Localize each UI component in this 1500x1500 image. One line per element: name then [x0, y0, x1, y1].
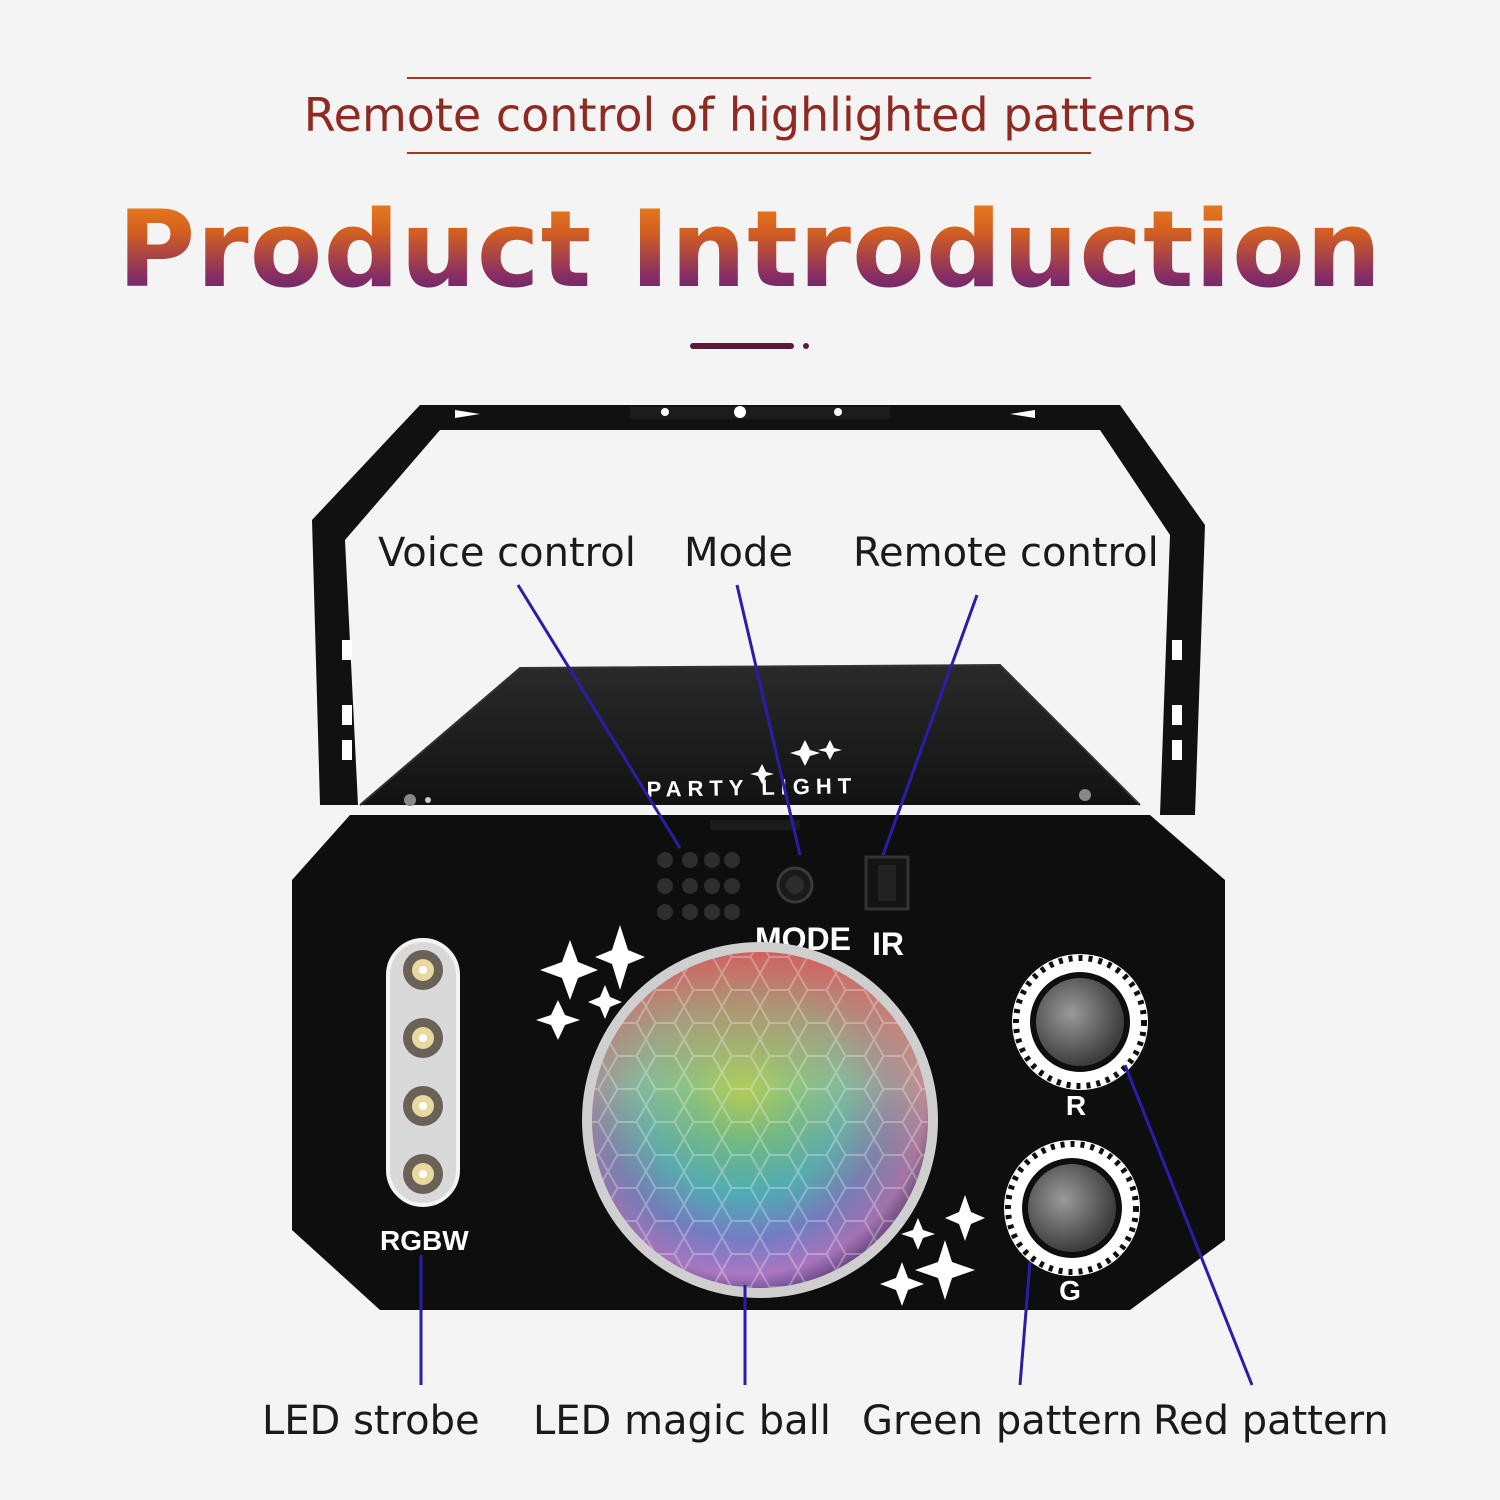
- leader-lines: [419, 584, 1254, 1386]
- brand-text: PARTY LIGHT: [646, 773, 857, 802]
- title-divider-dot: [803, 343, 809, 349]
- callout-green-pattern: Green pattern: [862, 1398, 1143, 1444]
- title-divider: [690, 343, 794, 349]
- callout-led-magic-ball: LED magic ball: [533, 1398, 831, 1444]
- green-label: G: [1059, 1275, 1081, 1306]
- sparkle-icons-left: [536, 925, 645, 1040]
- page-title: Product Introduction: [0, 188, 1500, 311]
- red-label: R: [1066, 1090, 1086, 1121]
- callout-voice-control: Voice control: [378, 530, 636, 576]
- green-pattern-lens: [1004, 1140, 1140, 1276]
- sparkle-icons-right: [880, 1195, 985, 1306]
- subtitle-rule-bottom: [407, 152, 1091, 154]
- callout-red-pattern: Red pattern: [1153, 1398, 1389, 1444]
- callout-mode: Mode: [684, 530, 793, 576]
- led-strobe-bar: [386, 938, 460, 1207]
- microphone-grille: [657, 852, 740, 920]
- strobe-leds: [403, 950, 443, 1194]
- subtitle-rule-top: [407, 77, 1091, 79]
- subtitle: Remote control of highlighted patterns: [303, 88, 1197, 142]
- ir-label: IR: [872, 926, 904, 962]
- mounting-bracket: [312, 405, 1205, 815]
- callout-led-strobe: LED strobe: [262, 1398, 480, 1444]
- callout-remote-control: Remote control: [853, 530, 1159, 576]
- red-pattern-lens: [1012, 954, 1148, 1090]
- rgbw-label: RGBW: [380, 1225, 469, 1256]
